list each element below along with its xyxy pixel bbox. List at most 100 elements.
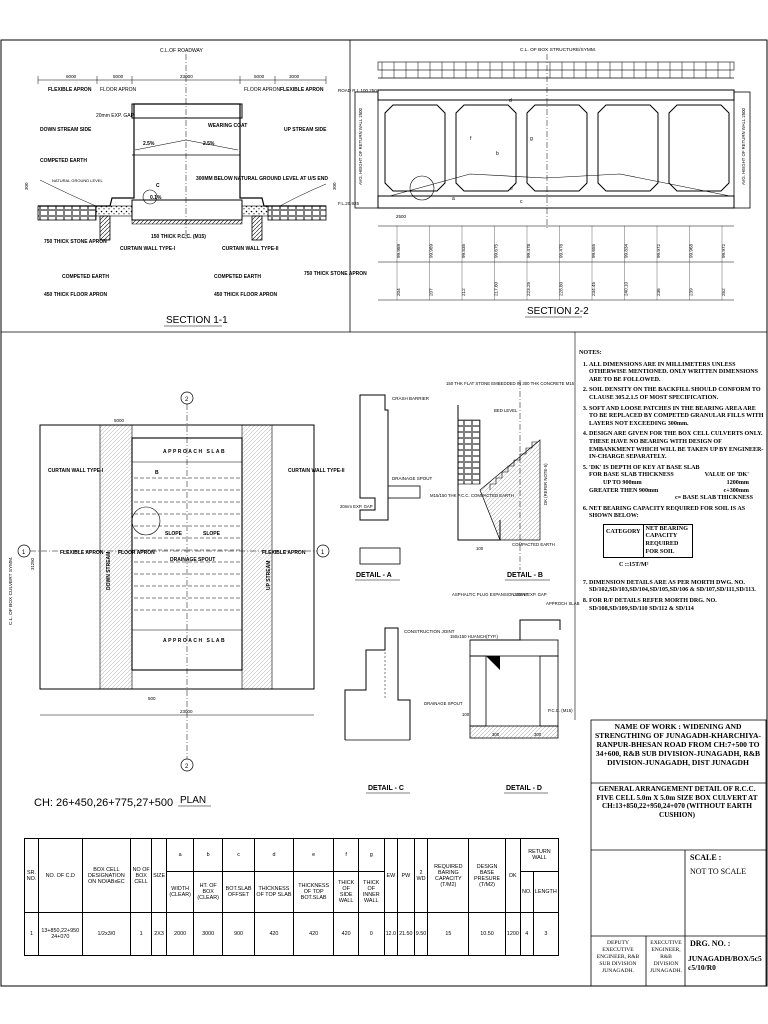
s22-road-rl: ROAD R.L.100.250 [338,88,377,93]
note-1: ALL DIMENSIONS ARE IN MILLIMETERS UNLESS… [589,362,765,385]
level-label-bottom: 212 [461,288,466,296]
note-5-h2: VALUE OF 'DK' [704,472,749,479]
schedule-header-cell: e [292,838,335,872]
stone-step [489,483,496,490]
s11-dim-2: 5000 [113,74,124,79]
schedule-data-cell: 4 [519,912,534,956]
s11-pcc: 150 THICK P.C.C. (M15) [151,234,206,240]
schedule-data-cell: 21.50 [397,912,415,956]
stone-step [501,471,508,478]
schedule-header-cell: b [193,838,224,872]
schedule-header-cell: 2 WD [413,838,429,913]
s22-letter-g: g [530,136,533,142]
tb-scale-value: NOT TO SCALE [690,867,746,876]
level-label-top: 99.675 [494,244,499,258]
schedule-subheader-cell: LENGTH [532,871,560,913]
schedule-data-cell: 15 [427,912,470,956]
s22-title: SECTION 2-2 [527,306,589,317]
level-label-top: 99.972 [721,244,726,258]
schedule-data-cell: 420 [333,912,359,956]
plan-up-stream: UP STREAM [266,561,272,590]
tb-work-name: NAME OF WORK : WIDENING AND STRENGTHING … [594,722,762,767]
s22-fl: F.L.20.925 [338,201,360,206]
schedule-subheader-cell: THICKNESS OF TOP SLAB [254,871,294,913]
box-cell [384,104,446,192]
detail-b-100: 100 [476,546,484,551]
level-label-bottom: 240.10 [624,282,629,296]
s11-curtain-2: CURTAIN WALL TYPE-II [222,246,279,252]
tb-deputy: DEPUTY EXECUTIVE ENGINEER, R&B SUB DIVIS… [596,940,640,974]
plan-title: PLAN [180,795,206,806]
level-label-bottom: 236 [656,288,661,296]
detail-b-bed: BED LEVEL [494,408,518,413]
box-cell [668,104,730,192]
detail-d-300: 300 [492,732,500,737]
level-label-top: 99.972 [656,244,661,258]
level-label-bottom: 252 [721,288,726,296]
schedule-header-cell: BOX CELL DESIGNATION ON NO/ABxEC [81,838,132,913]
tb-executive: EXECUTIVE ENGINEER, R&B DIVISION JUNAGAD… [650,940,682,974]
plan-floor-apron: FLOOR APRON [118,550,155,556]
s11-floor-apron-left: FLOOR APRON [100,87,137,93]
plan-cl-box: C.L. OF BOX CULVERT SYMM. [8,556,14,625]
detail-a-title: DETAIL - A [356,572,392,579]
s11-ngl: NATURAL GROUND LEVEL [52,178,103,183]
level-label-bottom: 228.80 [559,282,564,296]
plan-b: B [155,470,159,476]
schedule-header-cell: a [166,838,195,872]
detail-b: 150 THK FLAT STONE EMBEDDED IN 300 THK C… [430,380,575,581]
detail-d-haunch: 150x150 HUANCH(TYP.) [450,634,498,639]
detail-b-dk: DK (REFER NOTE-5) [543,463,548,505]
note-7: DIMENSION DETAILS ARE AS PER MORTH DWG. … [589,580,765,595]
detail-d: ASPHALTIC PLUG EXPANSION JOINT 20mm EXP.… [424,592,580,794]
s11-left-dim: 300 [24,182,29,190]
s22-letter-c: c [520,199,523,205]
detail-b-compacted: COMPACTED EARTH [512,542,555,547]
level-label-top: 99.478 [559,244,564,258]
schedule-header-cell: RETURN WALL [519,838,560,872]
s11-right-dim: 300 [332,182,337,190]
schedule-header-cell: REQUIRED BARING CAPACITY (T/M2) [427,838,470,913]
s22-2500: 2500 [396,214,407,219]
schedule-subheader-cell: THICK OF SIDE WALL [333,871,359,913]
s11-flex-apron-left: FLEXIBLE APRON [48,87,92,93]
schedule-data-cell: 1200 [504,912,521,956]
level-label-bottom: 223.25 [526,282,531,296]
detail-d-pcc: P.C.C. (M15) [548,708,573,713]
level-label-top: 99.835 [461,244,466,258]
plan-slope-r: SLOPE [203,531,221,537]
schedule-header-cell: c [222,838,255,872]
schedule-data-cell: 1 [130,912,153,956]
notes-heading: NOTES: [579,350,602,356]
plan-marker-1-right: 1 [321,550,325,556]
detail-b-title: DETAIL - B [507,572,543,579]
s22-letter-d: d [509,98,512,104]
s11-below-ngl: 300MM BELOW NATURAL GROUND LEVEL AT U/S … [196,176,328,182]
detail-d-300b: 300 [534,732,542,737]
level-label-top: 99.968 [689,244,694,258]
s11-dim-5: 3000 [289,74,300,79]
schedule-header-cell: DESIGN BASE PRESURE (T/M2) [468,838,506,913]
s11-wearing-coat: WEARING COAT [208,123,247,129]
schedule-subheader-row: WIDTH (CLEAR)HT. OF BOX (CLEAR)BOT.SLAB … [25,871,560,913]
s11-cl-label: C.L.OF ROADWAY [160,48,203,54]
detail-a-exp: 20mm EXP. GAP [340,504,373,509]
s22-cl: C.L. OF BOX STRUCTURE/SYMM. [520,47,596,53]
schedule-subheader-cell: WIDTH (CLEAR) [166,871,195,913]
detail-d-exp: 20mm EXP. GAP [514,592,547,597]
schedule-data-cell: 2X3 [151,912,168,956]
s11-dim-4: 5000 [254,74,265,79]
plan-dim-31250: 31250 [30,557,35,570]
s11-c-label: C [156,183,160,189]
title-block: NAME OF WORK : WIDENING AND STRENGTHING … [592,720,764,821]
box-cell [597,104,659,192]
stone-step [513,459,520,466]
schedule-subheader-cell: HT. OF BOX (CLEAR) [193,871,224,913]
schedule-header-cell: d [254,838,294,872]
detail-d-title: DETAIL - D [506,785,542,792]
schedule-header-cell: SIZE [151,838,168,913]
s11-slope-r: 2.5% [203,141,215,147]
level-label-top: 99.478 [526,244,531,258]
